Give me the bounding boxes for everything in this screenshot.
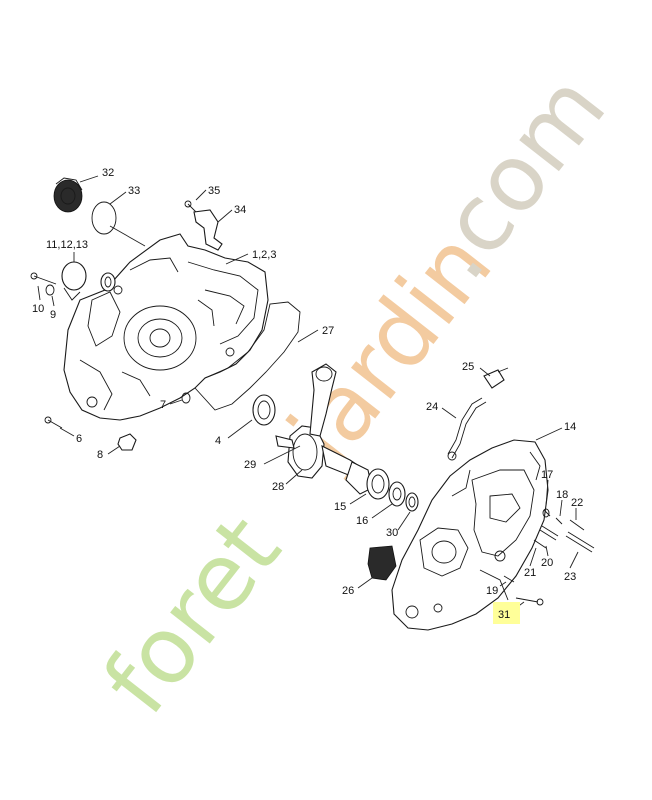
ring-7	[181, 392, 191, 404]
screw-10	[30, 272, 57, 285]
label-27: 27	[322, 325, 334, 337]
label-35: 35	[208, 185, 220, 197]
label-31: 31	[498, 609, 510, 621]
crankcase-right-half	[391, 439, 549, 631]
label-28: 28	[272, 481, 284, 493]
label-11-12-13: 11,12,13	[46, 239, 88, 251]
label-7: 7	[160, 399, 166, 411]
part-labels: 32 33 35 34 11,12,13 1,2,3 10 9 27 7 6 4…	[32, 167, 583, 621]
label-15: 15	[334, 501, 346, 513]
bracket-34	[193, 209, 223, 251]
label-30: 30	[386, 527, 398, 539]
highlight-31	[493, 602, 520, 624]
label-4: 4	[215, 435, 221, 447]
washer-9	[45, 284, 55, 296]
pin-19	[503, 575, 515, 583]
tube-24	[447, 397, 487, 461]
seal-16	[388, 481, 406, 507]
label-20: 20	[541, 557, 553, 569]
label-9: 9	[50, 309, 56, 321]
part-32-cap	[53, 177, 83, 213]
label-10: 10	[32, 303, 44, 315]
label-32: 32	[102, 167, 114, 179]
label-24: 24	[426, 401, 438, 413]
stud-21	[533, 539, 547, 549]
label-33: 33	[128, 185, 140, 197]
label-6: 6	[76, 433, 82, 445]
label-29: 29	[244, 459, 256, 471]
o-ring-33	[91, 201, 146, 247]
ring-30	[405, 492, 419, 512]
leader-lines	[37, 175, 579, 609]
crankcase-left-half	[63, 233, 269, 421]
label-16: 16	[356, 515, 368, 527]
fitting-25	[483, 367, 509, 389]
bearing-4	[252, 394, 276, 426]
nut-8	[117, 433, 137, 451]
connecting-rod	[309, 363, 337, 437]
label-14: 14	[564, 421, 576, 433]
watermark-text-foret: foret	[83, 497, 301, 734]
label-18: 18	[556, 489, 568, 501]
label-25: 25	[462, 361, 474, 373]
label-17: 17	[541, 469, 553, 481]
small-seal	[100, 272, 116, 292]
label-1-2-3: 1,2,3	[252, 249, 276, 261]
label-23: 23	[564, 571, 576, 583]
label-34: 34	[234, 204, 246, 216]
screw-35	[184, 200, 197, 213]
stud-22	[569, 519, 585, 531]
stud-23	[565, 531, 595, 553]
label-26: 26	[342, 585, 354, 597]
label-19: 19	[486, 585, 498, 597]
label-8: 8	[97, 449, 103, 461]
part-26	[367, 545, 397, 581]
pin-18	[555, 517, 563, 525]
screw-31	[515, 597, 544, 606]
pin-17	[542, 508, 551, 518]
crankshaft	[275, 425, 373, 495]
label-21: 21	[524, 567, 536, 579]
screw-6	[44, 416, 63, 429]
gasket-27	[194, 301, 301, 411]
part-11-12-13	[61, 261, 87, 301]
label-22: 22	[571, 497, 583, 509]
bearing-15	[366, 468, 390, 500]
stud-20	[539, 525, 559, 541]
